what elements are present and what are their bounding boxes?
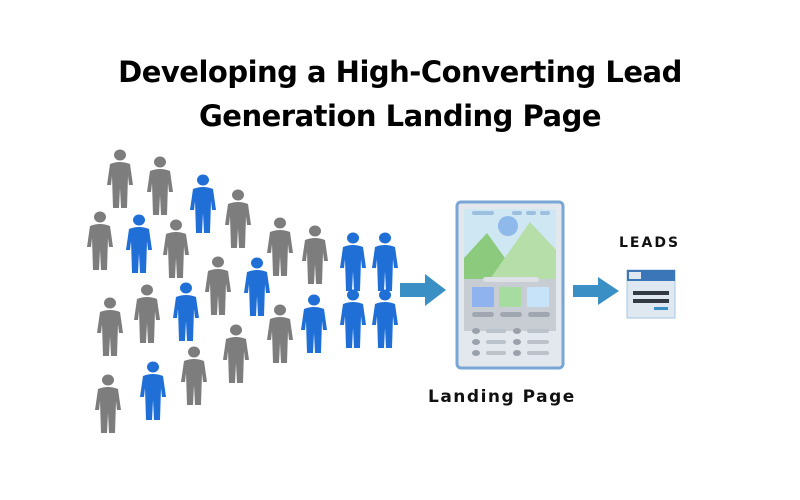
person-gray-icon	[181, 346, 207, 405]
person-blue-icon	[173, 282, 199, 341]
arrow-to-landing-page-icon	[400, 274, 446, 306]
person-blue-icon	[126, 214, 152, 273]
arrow-to-leads-icon	[573, 277, 619, 305]
person-blue-icon	[340, 289, 366, 348]
person-blue-icon	[190, 174, 216, 233]
person-blue-icon	[244, 257, 270, 316]
person-gray-icon	[302, 225, 328, 284]
person-gray-icon	[107, 149, 133, 208]
title-line-1: Developing a High-Converting Lead	[118, 55, 682, 89]
person-gray-icon	[205, 256, 231, 315]
person-gray-icon	[225, 189, 251, 248]
person-gray-icon	[87, 211, 113, 270]
person-gray-icon	[223, 324, 249, 383]
lead-form-icon	[626, 269, 676, 319]
title-line-2: Generation Landing Page	[199, 99, 602, 133]
person-gray-icon	[267, 304, 293, 363]
landing-page-label: Landing Page	[428, 387, 576, 407]
person-blue-icon	[140, 361, 166, 420]
person-gray-icon	[147, 156, 173, 215]
person-gray-icon	[97, 297, 123, 356]
person-blue-icon	[372, 289, 398, 348]
person-blue-icon	[301, 294, 327, 353]
leads-label: LEADS	[619, 235, 681, 251]
person-gray-icon	[267, 217, 293, 276]
person-gray-icon	[163, 219, 189, 278]
person-blue-icon	[340, 232, 366, 291]
person-gray-icon	[95, 374, 121, 433]
landing-page-icon	[455, 200, 565, 370]
person-blue-icon	[372, 232, 398, 291]
person-gray-icon	[134, 284, 160, 343]
crowd	[87, 149, 398, 433]
page-title: Developing a High-Converting Lead Genera…	[0, 50, 800, 138]
